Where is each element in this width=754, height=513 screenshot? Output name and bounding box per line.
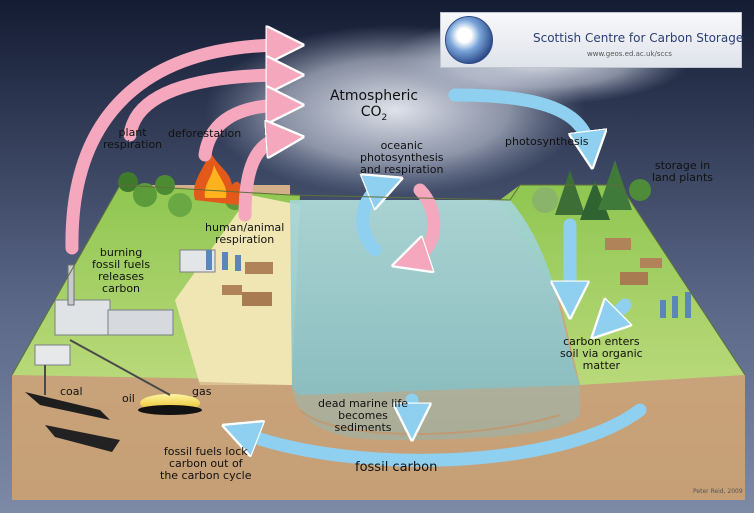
banner-url[interactable]: www.geos.ed.ac.uk/sccs: [587, 50, 672, 58]
arrow-ocean-photosynthesis: [356, 185, 385, 257]
coal-seam-1: [25, 392, 110, 420]
label-carbon-enters-soil: carbon enters soil via organic matter: [560, 335, 643, 372]
pipeline: [69, 339, 171, 396]
label-fossil-lock: fossil fuels lock carbon out of the carb…: [160, 445, 252, 482]
animals-left: [222, 262, 273, 306]
banner-title: Scottish Centre for Carbon Storage: [533, 31, 744, 45]
label-gas: gas: [192, 385, 212, 398]
people-left: [206, 250, 241, 271]
label-storage-land-plants: storage in land plants: [652, 159, 714, 184]
atmospheric-co2-label: Atmospheric CO2: [330, 88, 418, 126]
label-photosynthesis: photosynthesis: [505, 135, 589, 148]
ground-outline: [11, 184, 746, 376]
sccs-banner: Scottish Centre for Carbon Storage www.g…: [440, 12, 744, 68]
label-deforestation: deforestation: [168, 127, 242, 140]
label-plant-respiration: plant respiration: [103, 126, 163, 151]
ocean: [290, 200, 580, 440]
arrow-human-respiration: [238, 138, 285, 222]
arrow-plant-respiration: [123, 75, 285, 142]
label-oceanic: oceanic photosynthesis and respiration: [360, 139, 444, 176]
coal-seam-2: [45, 425, 120, 452]
atmospheric-label: Atmospheric: [330, 88, 419, 104]
emission-arrows: [65, 45, 441, 260]
arrow-fossil-to-atmosphere: [65, 45, 285, 255]
arrow-photosynthesis: [448, 88, 590, 150]
fossil-deposits: [25, 339, 202, 452]
label-fossil-carbon: fossil carbon: [355, 460, 438, 475]
label-coal: coal: [60, 385, 83, 398]
arrow-ocean-respiration: [410, 183, 441, 260]
oil-deposit: [138, 405, 202, 415]
people-right: [660, 292, 691, 318]
uptake-arrows: [240, 88, 647, 467]
credit-text: Peter Reid, 2009: [693, 488, 743, 495]
label-oil: oil: [122, 392, 135, 405]
label-human-animal-respiration: human/animal respiration: [205, 221, 285, 246]
arrow-deforestation: [198, 105, 285, 162]
arrow-animals-to-soil: [605, 305, 625, 325]
label-burning-fossil-fuels: burning fossil fuels releases carbon: [92, 246, 151, 295]
co2-label: CO2: [360, 104, 388, 123]
sccs-logo-globe: [445, 16, 493, 64]
label-dead-marine-life: dead marine life becomes sediments: [318, 397, 408, 434]
cows-right: [605, 238, 662, 285]
arrow-fossil-carbon: [240, 403, 647, 467]
